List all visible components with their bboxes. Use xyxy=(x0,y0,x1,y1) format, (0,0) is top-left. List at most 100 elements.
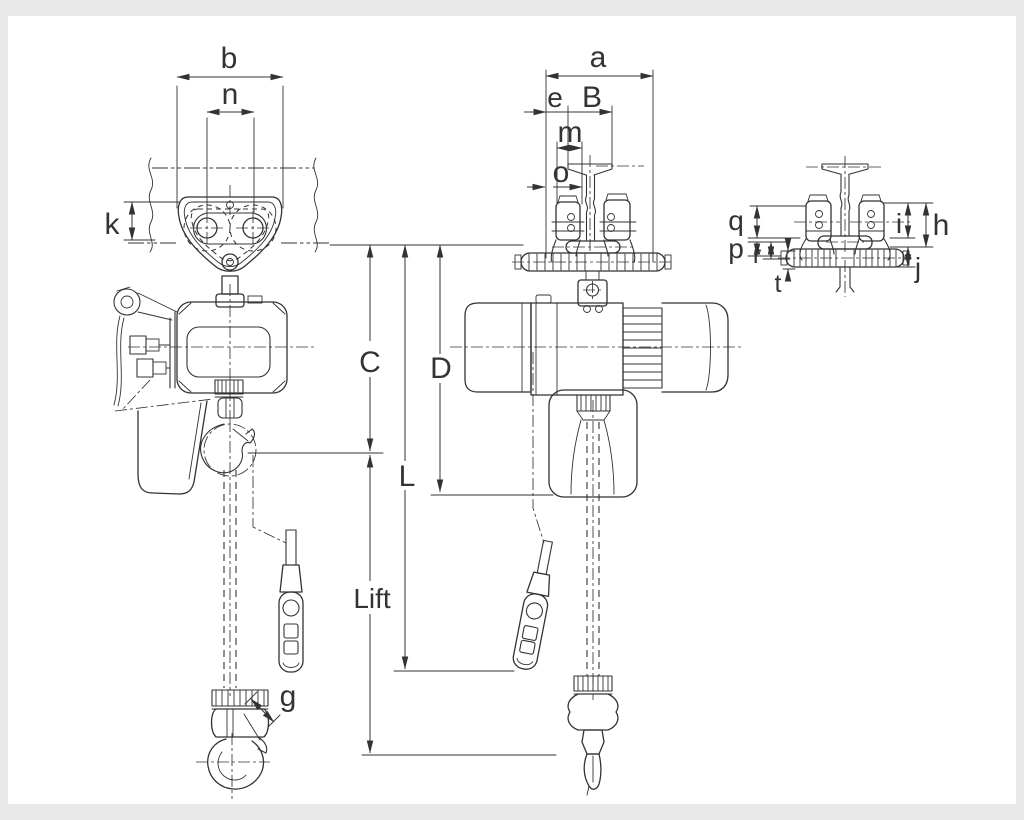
dim-label-r: r xyxy=(753,241,761,269)
beam-break-right xyxy=(313,157,319,253)
hook-cap-side-ribs xyxy=(573,675,613,695)
plate-bolt xyxy=(607,224,615,232)
pendant-bottom-arc-front xyxy=(282,662,300,668)
pendant-cable-side xyxy=(532,352,545,544)
detail-rail-centerlines xyxy=(806,156,884,254)
cable-gland-1-stem xyxy=(145,338,160,352)
dim-b-ext xyxy=(176,85,284,209)
pendant-cable-front xyxy=(252,455,287,544)
detail-plate-tabs xyxy=(807,194,882,202)
body-chamfer-marks xyxy=(178,302,286,393)
clamp-bolt xyxy=(221,253,239,271)
chain-guide-ribs xyxy=(214,379,244,398)
pendant-button-round-front xyxy=(282,599,300,617)
dim-label-b: b xyxy=(221,42,238,75)
dim-label-k: k xyxy=(105,208,121,241)
side-bracket xyxy=(169,311,176,389)
side-view: a e B m o xyxy=(450,41,742,796)
bag-inner-line xyxy=(188,402,202,480)
pendant-side xyxy=(512,539,553,670)
dim-label-h: h xyxy=(933,209,950,242)
hook-side-details xyxy=(586,755,594,796)
top-cap xyxy=(535,294,552,304)
detail-rail-web xyxy=(839,173,851,237)
plate-bolt xyxy=(607,213,615,221)
bottom-hook-tip xyxy=(257,736,268,754)
mid-body-lines xyxy=(535,302,558,396)
gear-housing xyxy=(464,302,532,393)
clamp-plate-inner xyxy=(183,201,277,267)
dim-B-ext xyxy=(567,105,613,167)
dim-label-m: m xyxy=(558,116,583,149)
dim-label-n: n xyxy=(222,78,239,111)
pendant-button-round xyxy=(525,602,543,620)
dim-g-ext xyxy=(244,691,281,728)
hoist-mid-body xyxy=(530,302,624,396)
lug-bolt xyxy=(595,305,603,313)
hook-cap-ribs xyxy=(211,689,269,710)
trolley-plate-left xyxy=(555,201,581,241)
dim-label-B: B xyxy=(582,81,602,114)
detail-plate-right xyxy=(858,200,885,242)
upper-hook-body xyxy=(200,423,251,474)
cable-gland-2-stem xyxy=(152,361,167,375)
chain-nozzle xyxy=(576,394,611,412)
chain-bag-front xyxy=(137,400,208,495)
vertical-dimensions: C Lift L D xyxy=(247,244,557,756)
clamp-hidden-contour xyxy=(190,208,270,262)
chain-lines xyxy=(223,470,237,688)
crossbar-end-left xyxy=(514,254,522,270)
hook-block xyxy=(210,708,270,738)
detail-bolt xyxy=(867,221,875,229)
suspension-lug xyxy=(577,279,608,307)
dim-label-j: j xyxy=(914,252,921,283)
pendant-button-1 xyxy=(521,625,539,641)
pendant-front xyxy=(252,455,304,673)
rail-centerlines xyxy=(589,155,644,252)
front-view: b n k xyxy=(105,42,332,799)
lug-bolt xyxy=(583,305,591,313)
trolley-detail-view: q p r t h i j xyxy=(728,156,949,298)
bottom-hook-latch xyxy=(243,713,261,741)
hook-shank-side xyxy=(581,729,605,755)
chain-bag-side xyxy=(548,389,638,498)
cable-route-line xyxy=(121,379,151,411)
motor-cap-line xyxy=(705,304,711,391)
beam-break-left xyxy=(148,157,154,253)
drawing-canvas xyxy=(8,16,1016,804)
cable-hanger-ring xyxy=(113,288,141,316)
crossbar-end-right xyxy=(664,254,672,270)
upper-swivel xyxy=(217,397,243,419)
plate-bolt xyxy=(567,224,575,232)
pendant-cable-top xyxy=(536,539,553,576)
bag-bell-curves xyxy=(570,419,615,495)
body-centerlines xyxy=(128,284,314,420)
pendant-button-1-front xyxy=(283,623,299,639)
chain-guide xyxy=(214,379,244,395)
clamp-top-hole xyxy=(226,201,234,209)
dim-label-D: D xyxy=(430,352,452,385)
motor-fins xyxy=(622,315,663,381)
plate-bolt xyxy=(567,213,575,221)
pendant-body xyxy=(512,593,549,670)
nozzle-ribs xyxy=(576,394,611,421)
rail-web xyxy=(584,174,597,241)
wheel-phantom-left xyxy=(183,204,231,252)
terminal-cap xyxy=(247,295,263,304)
detail-plate-left xyxy=(805,200,832,242)
dim-label-p: p xyxy=(728,233,744,264)
motor-end-cap xyxy=(661,302,729,393)
pendant-taper-front xyxy=(279,564,303,593)
dim-label-a: a xyxy=(590,41,607,74)
wheel-phantom-right xyxy=(229,204,277,252)
pendant-cable-top-front xyxy=(285,529,297,566)
clamp-plate-outer xyxy=(177,196,283,272)
cable-gland-2 xyxy=(136,358,154,378)
detail-bolt xyxy=(815,210,823,218)
lug-pin-centerlines xyxy=(583,281,602,299)
dim-label-g: g xyxy=(280,680,297,713)
cable-gland-1 xyxy=(129,335,147,355)
pendant-button-2-front xyxy=(283,640,299,655)
cable-hanger-ring-inner xyxy=(120,295,134,309)
